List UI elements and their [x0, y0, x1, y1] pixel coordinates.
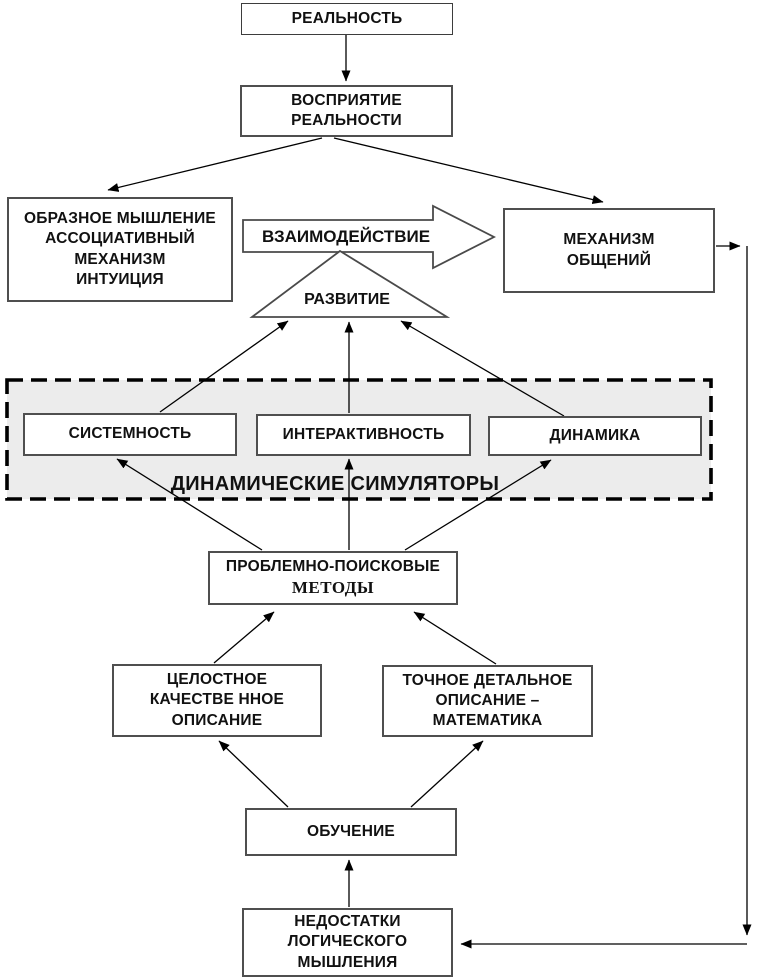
connector-holistic-problem — [213, 611, 275, 664]
node-problem-search-methods: ПРОБЛЕМНО-ПОИСКОВЫЕ МЕТОДЫ — [208, 551, 458, 605]
node-development-label: РАЗВИТИЕ — [304, 291, 390, 308]
connector-perception-figurative — [107, 137, 323, 192]
interaction-block-arrow — [242, 204, 496, 270]
node-interaction-label: ВЗАИМОДЕЙСТВИЕ — [261, 227, 431, 246]
connector-problem-dynamics — [404, 459, 552, 551]
node-communication-mechanism: МЕХАНИЗМ ОБЩЕНИЙ — [503, 208, 715, 293]
problem-search-line2: МЕТОДЫ — [291, 578, 375, 598]
node-figurative-thinking: ОБРАЗНОЕ МЫШЛЕНИЕ АССОЦИАТИВНЫЙ МЕХАНИЗМ… — [7, 197, 233, 302]
node-shortcomings: НЕДОСТАТКИ ЛОГИЧЕСКОГО МЫШЛЕНИЯ — [242, 908, 453, 977]
node-perception: ВОСПРИЯТИЕ РЕАЛЬНОСТИ — [240, 85, 453, 137]
connector-perception-mechanism — [333, 137, 604, 204]
problem-search-line1: ПРОБЛЕМНО-ПОИСКОВЫЕ — [225, 557, 441, 575]
connector-problem-systemness — [116, 458, 263, 551]
node-precise-description: ТОЧНОЕ ДЕТАЛЬНОЕ ОПИСАНИЕ – МАТЕМАТИКА — [382, 665, 593, 737]
connector-training-precise — [410, 740, 484, 808]
node-systemness: СИСТЕМНОСТЬ — [23, 413, 237, 456]
connector-systemness-development — [159, 320, 289, 413]
connector-dynamics-development — [400, 320, 565, 417]
node-reality: РЕАЛЬНОСТЬ — [241, 3, 453, 35]
dynamic-simulators-caption: ДИНАМИЧЕСКИЕ СИМУЛЯТОРЫ — [170, 473, 500, 495]
development-triangle — [249, 249, 451, 318]
connector-precise-problem — [413, 611, 497, 665]
node-interactivity: ИНТЕРАКТИВНОСТЬ — [256, 414, 471, 456]
node-training: ОБУЧЕНИЕ — [245, 808, 457, 856]
node-dynamics: ДИНАМИКА — [488, 416, 702, 456]
connector-training-holistic — [218, 740, 289, 808]
node-holistic-description: ЦЕЛОСТНОЕ КАЧЕСТВЕ ННОЕ ОПИСАНИЕ — [112, 664, 322, 737]
